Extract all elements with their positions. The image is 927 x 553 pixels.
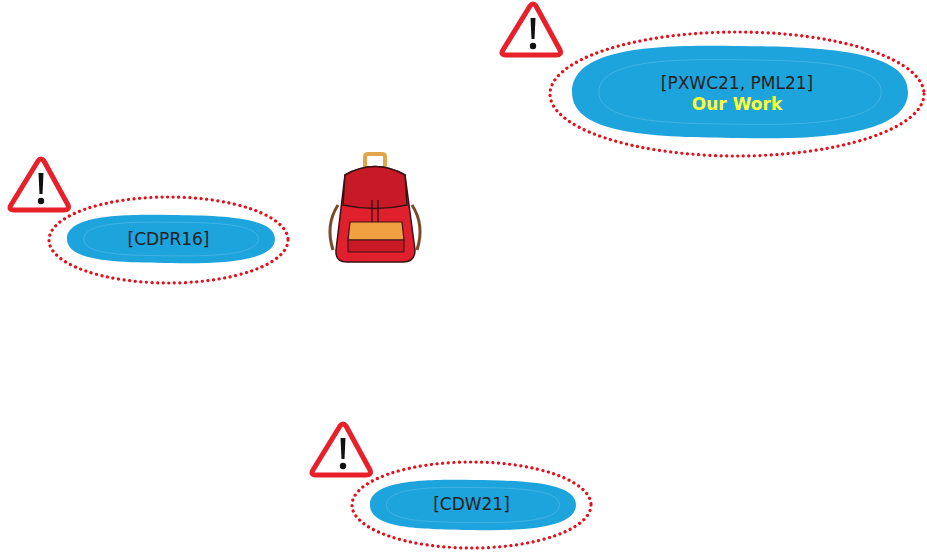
- blue-blob: [370, 480, 576, 530]
- highlight-label: Our Work: [692, 94, 782, 115]
- text-stack: [CDW21]: [350, 460, 593, 550]
- related-work-region: [PXWC21, PML21]Our Work: [548, 30, 926, 158]
- citation-label: [CDW21]: [433, 494, 510, 515]
- blob-texture: [599, 60, 881, 125]
- dotted-outline: [352, 462, 591, 548]
- warning-symbol: [10, 159, 69, 210]
- warning-symbol: [502, 4, 561, 55]
- related-work-region: [CDW21]: [350, 460, 593, 550]
- warning-symbol: [312, 424, 371, 475]
- text-stack: [CDPR16]: [47, 195, 290, 285]
- backpack-illustration: [330, 154, 420, 262]
- citation-label: [PXWC21, PML21]: [661, 73, 813, 94]
- text-stack: [PXWC21, PML21]Our Work: [548, 30, 926, 158]
- blob-texture: [386, 487, 559, 522]
- dotted-outline: [550, 32, 924, 156]
- citation-label: [CDPR16]: [128, 229, 210, 250]
- blue-blob: [67, 215, 275, 263]
- dotted-outline: [49, 197, 288, 283]
- blue-blob: [572, 46, 908, 139]
- blob-texture: [84, 222, 259, 256]
- related-work-region: [CDPR16]: [47, 195, 290, 285]
